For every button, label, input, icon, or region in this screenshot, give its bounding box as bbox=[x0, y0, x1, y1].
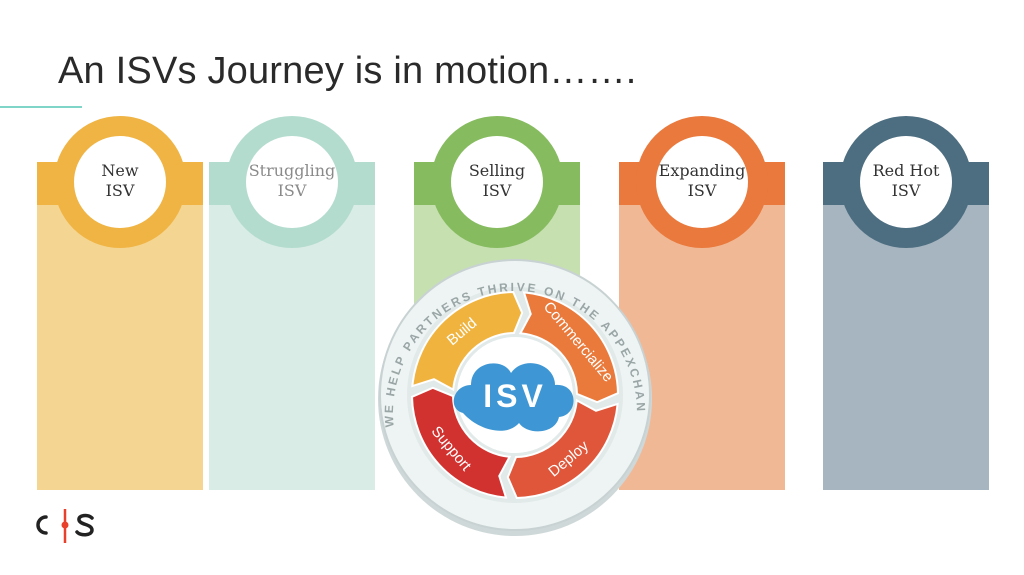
stage-label-line1: Expanding bbox=[658, 161, 746, 180]
stage-column bbox=[823, 116, 989, 490]
stage-label-line2: ISV bbox=[482, 181, 512, 200]
cycle-segment bbox=[411, 386, 512, 499]
cycle-center-label: ISV bbox=[483, 378, 547, 414]
stage-column bbox=[209, 116, 375, 490]
stage-label-line2: ISV bbox=[891, 181, 921, 200]
title-accent-rule bbox=[0, 106, 82, 108]
stage-label-line1: New bbox=[101, 161, 139, 180]
slide-title: An ISVs Journey is in motion……. bbox=[58, 50, 637, 92]
stage-label-line2: ISV bbox=[687, 181, 717, 200]
stage-badge bbox=[74, 136, 166, 228]
cloud-icon bbox=[453, 363, 574, 432]
cycle-segment bbox=[518, 291, 619, 404]
stage-label-line1: Selling bbox=[468, 161, 526, 180]
stage-column-body bbox=[823, 205, 989, 490]
stage-label-line1: Struggling bbox=[248, 161, 336, 180]
stage-badge bbox=[656, 136, 748, 228]
stage-badge bbox=[860, 136, 952, 228]
stage-badge bbox=[246, 136, 338, 228]
stage-column-body bbox=[619, 205, 785, 490]
stage-badge bbox=[451, 136, 543, 228]
stage-label-line2: ISV bbox=[277, 181, 307, 200]
stage-column bbox=[37, 116, 203, 490]
stage-column-body bbox=[209, 205, 375, 490]
stage-label-line2: ISV bbox=[105, 181, 135, 200]
stage-label-line1: Red Hot bbox=[872, 161, 940, 180]
cycle-segment bbox=[411, 291, 524, 392]
cs-logo-icon bbox=[36, 509, 94, 543]
stage-column bbox=[619, 116, 785, 490]
cycle-segment bbox=[506, 398, 619, 499]
stage-column-body bbox=[37, 205, 203, 490]
